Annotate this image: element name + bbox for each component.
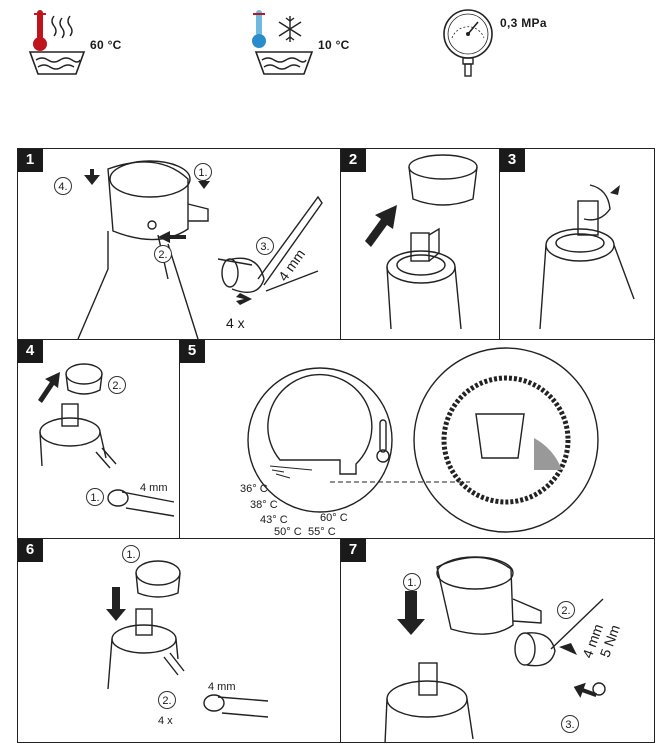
step-6-turns: 4 x bbox=[158, 715, 173, 727]
temp-mark-55: 55° C bbox=[308, 526, 336, 538]
step-1-marker-1: 1. bbox=[194, 163, 212, 181]
faucet-handle-removal-illustration bbox=[77, 160, 323, 339]
step-5-panel: 5 36° C 38° C 43° C 50° C 55° C 60° C bbox=[179, 339, 655, 539]
pressure-gauge-icon bbox=[443, 9, 493, 77]
step-6-marker-1: 1. bbox=[122, 545, 140, 563]
step-6-panel: 6 1. 2. 4 mm 4 x bbox=[17, 538, 341, 743]
step-3-panel: 3 bbox=[499, 148, 655, 340]
temp-mark-38: 38° C bbox=[250, 499, 278, 511]
step-1-marker-3: 3. bbox=[256, 237, 274, 255]
cap-removal-illustration bbox=[365, 154, 478, 330]
step-1-marker-2: 2. bbox=[154, 245, 172, 263]
temp-mark-43: 43° C bbox=[260, 514, 288, 526]
step-number: 2 bbox=[341, 149, 366, 172]
step-number: 6 bbox=[18, 539, 43, 562]
cold-temp-label: 10 °C bbox=[318, 38, 350, 52]
step-number: 1 bbox=[18, 149, 43, 172]
step-1-marker-4: 4. bbox=[54, 177, 72, 195]
cold-water-spec: 10 °C bbox=[250, 8, 390, 80]
hot-water-spec: 60 °C bbox=[24, 8, 154, 80]
temperature-dial-illustration bbox=[247, 347, 599, 533]
handle-reinstall-illustration bbox=[384, 556, 606, 742]
step-7-marker-1: 1. bbox=[403, 573, 421, 591]
step-7-marker-2: 2. bbox=[557, 601, 575, 619]
temp-mark-60: 60° C bbox=[320, 512, 348, 524]
step-1-turns: 4 x bbox=[226, 315, 245, 331]
step-number: 5 bbox=[180, 340, 205, 363]
cold-water-snowflake-icon bbox=[252, 10, 314, 75]
step-4-marker-2: 2. bbox=[108, 376, 126, 394]
step-6-marker-2: 2. bbox=[158, 691, 176, 709]
step-number: 4 bbox=[18, 340, 43, 363]
step-7-marker-3: 3. bbox=[561, 715, 579, 733]
hot-water-thermometer-icon bbox=[28, 10, 86, 75]
temp-mark-36: 36° C bbox=[240, 483, 268, 495]
step-number: 3 bbox=[500, 149, 525, 172]
step-2-panel: 2 bbox=[340, 148, 500, 340]
step-number: 7 bbox=[341, 539, 366, 562]
temp-mark-50: 50° C bbox=[274, 526, 302, 538]
cartridge-turn-illustration bbox=[539, 184, 635, 330]
step-4-marker-1: 1. bbox=[86, 488, 104, 506]
pressure-label: 0,3 MPa bbox=[500, 16, 547, 30]
ring-and-screw-illustration bbox=[38, 363, 175, 517]
step-4-tool-size: 4 mm bbox=[140, 482, 168, 494]
step-1-panel: 1 1. 2. 3. 4. 4 mm 4 x bbox=[17, 148, 341, 340]
hot-temp-label: 60 °C bbox=[90, 38, 122, 52]
pressure-spec: 0,3 MPa bbox=[440, 4, 580, 80]
step-4-panel: 4 1. 2. 4 mm bbox=[17, 339, 180, 539]
step-7-panel: 7 1. 2. 3. 4 mm 5 Nm bbox=[340, 538, 655, 743]
reassembly-ring-illustration bbox=[106, 560, 269, 718]
step-6-tool-size: 4 mm bbox=[208, 681, 236, 693]
